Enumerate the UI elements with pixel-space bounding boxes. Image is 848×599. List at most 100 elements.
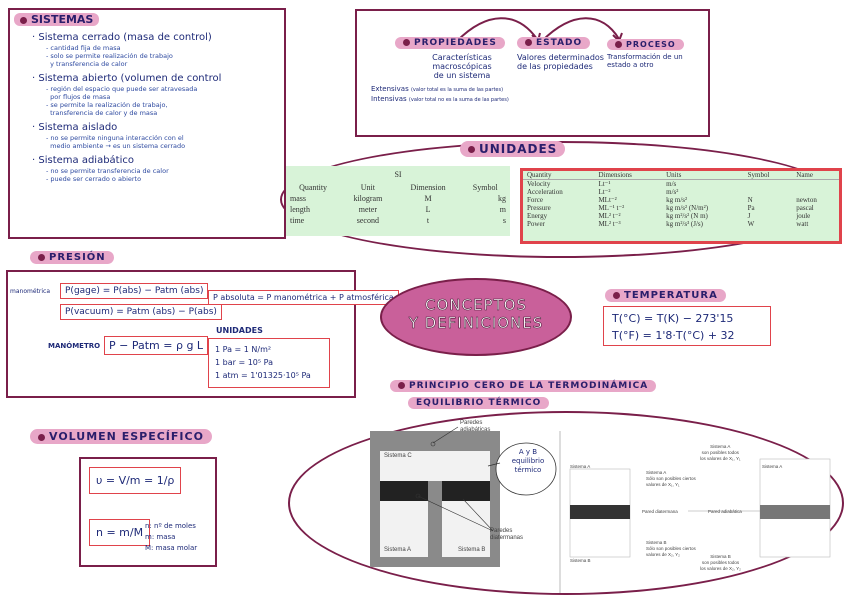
propiedades-label: PROPIEDADES [395,37,505,49]
extensivas-row: Extensivas (valor total es la suma de la… [371,85,504,93]
si-cell: mass [290,194,306,203]
conceptos-ellipse: CONCEPTOS Y DEFINICIONES [380,278,572,356]
bullet-icon [38,433,45,441]
unidades-presion-title: UNIDADES [216,326,263,335]
sistema-detail: - se permite la realización de trabajo, [46,101,168,109]
dim-cell: kg m²/s² (N m) [666,212,708,220]
desc-line: de un sistema [433,71,491,80]
right-sistema-b-left: Sistema B [570,558,591,563]
dim-cell: Velocity [527,180,551,188]
desc-line: Características [432,53,492,62]
desc-line: de las propiedades [517,62,593,71]
sistema-b-left-label: Sistema B [458,547,486,553]
si-cell: time [290,216,305,225]
sistema-heading: · Sistema cerrado (masa de control) [32,32,212,43]
principio-ellipse [288,411,844,595]
dim-cell: ML⁻¹ t⁻² [598,204,625,212]
sistema-heading: · Sistema abierto (volumen de control [32,73,222,84]
si-cell: length [290,205,310,214]
formula-volumen: υ = V/m = 1/ρ [89,467,182,494]
dim-header: Dimensions [598,171,632,179]
dim-cell: kg m/s² [666,196,688,204]
bullet-icon [20,16,27,24]
si-cell: s [502,216,506,225]
dim-cell: Pa [747,204,755,212]
dim-cell: pascal [796,204,814,212]
right-sistema-a-right: Sistema A [762,464,783,469]
sistemas-title: SISTEMAS [14,13,100,26]
sistema-a-left-label: Sistema A [384,547,412,553]
sistema-detail: - no se permite transferencia de calor [46,167,169,175]
si-cell: M [424,194,432,203]
presion-unit: 1 atm = 1'01325·10⁵ Pa [215,371,311,380]
bullet-icon [525,39,532,46]
presion-title: PRESIÓN [30,251,114,264]
arrows-diagram [456,17,623,43]
bullet-icon [38,253,45,261]
sistema-c-label: Sistema C [384,453,412,459]
si-cell: meter [358,205,377,214]
si-cell: kilogram [353,194,383,203]
sistema-detail: - puede ser cerrado o abierto [46,175,142,183]
dim-cell: Lt⁻² [598,188,611,196]
sistema-heading: · Sistema aislado [32,122,118,133]
dim-cell: ML² t⁻² [598,212,621,220]
formula-absoluta: P absoluta = P manométrica + P atmosféri… [208,290,399,305]
si-header: Quantity [299,183,328,192]
si-cell: L [425,205,431,214]
right-sistema-a-left: Sistema A [570,464,591,469]
dim-cell: watt [796,220,809,228]
sistemas-list: · Sistema cerrado (masa de control)- can… [32,32,284,183]
sistema-heading: · Sistema adiabático [32,155,134,166]
principio-subtitle: EQUILIBRIO TÉRMICO [408,397,550,409]
dim-cell: Power [527,220,545,228]
dim-cell: Energy [527,212,548,220]
bullet-icon [615,41,622,48]
dim-cell: m/s² [666,188,679,196]
dim-header: Symbol [747,171,770,179]
desc-line: Valores determinados [517,53,604,62]
formula-vacuum: P(vacuum) = Patm (abs) − P(abs) [60,304,222,320]
dim-cell [792,188,839,196]
temperatura-title: TEMPERATURA [605,289,726,302]
dim-cell: J [747,212,751,220]
temperatura-formulas: T(°C) = T(K) − 273'15 T(°F) = 1'8·T(°C) … [603,306,771,346]
presion-unit: 1 bar = 10⁵ Pa [215,358,273,367]
sistema-detail: - cantidad fija de masa [46,44,121,52]
dim-cell: Pressure [527,204,551,212]
dim-cell: kg m²/s³ (J/s) [666,220,703,228]
dim-cell: m/s [666,180,677,188]
dim-header: Quantity [527,171,552,179]
dim-cell [792,180,839,189]
si-cell: t [426,216,430,225]
temp-formula-celsius: T(°C) = T(K) − 273'15 [612,312,734,325]
dim-cell [744,188,793,196]
pared-diatermana-label: Pared diatermana [642,509,678,514]
dim-cell: N [747,196,753,204]
volumen-legend-item: m: masa [145,533,176,541]
dim-cell [744,180,793,189]
si-cell: kg [498,194,506,203]
sistema-detail: por flujos de masa [46,93,111,101]
temp-formula-fahrenheit: T(°F) = 1'8·T(°C) + 32 [612,329,735,342]
formula-manometro: P − Patm = ρ g L [104,336,209,355]
presion-panel: manométrica P(gage) = P(abs) − Patm (abs… [6,270,399,398]
dim-cell: kg m/s² (N/m²) [666,204,709,212]
dim-cell: Force [527,196,543,204]
unidades-title: UNIDADES [460,141,566,157]
